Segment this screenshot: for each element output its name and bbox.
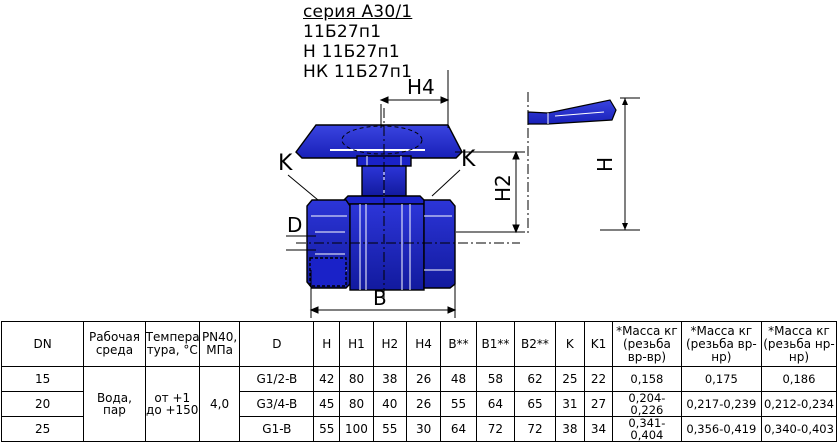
dimension-labels: H4 H2 H K K D B	[278, 75, 617, 310]
label-k-right: K	[461, 147, 476, 172]
label-h: H	[593, 157, 617, 172]
cell-h: 45	[313, 391, 341, 417]
label-h2: H2	[491, 174, 515, 202]
col-header-b: B**	[440, 321, 477, 367]
cell-h2: 55	[372, 416, 407, 442]
cell-mass-nr-nr: 0,340-0,403	[760, 416, 838, 442]
cell-h4: 26	[405, 391, 442, 417]
cell-pressure: 4,0	[198, 366, 241, 442]
cell-mass-vr-vr: 0,158	[612, 366, 682, 392]
cell-b1: 72	[475, 416, 516, 442]
cell-h: 42	[313, 366, 341, 392]
col-header-pressure: PN40, МПа	[198, 321, 241, 367]
cell-b2: 62	[514, 366, 556, 392]
label-h4: H4	[407, 75, 435, 99]
cell-h1: 80	[339, 366, 374, 392]
cell-h: 55	[313, 416, 341, 442]
cell-dn: 20	[0, 391, 85, 417]
cell-k1: 22	[583, 366, 614, 392]
col-header-k: K	[554, 321, 585, 367]
table-row: 15 Вода, пар от +1 до +150 4,0 G1/2-B 42…	[0, 366, 838, 442]
cell-k: 25	[554, 366, 585, 392]
cell-h2: 40	[372, 391, 407, 417]
cell-d: G1/2-B	[239, 366, 315, 392]
cell-b: 48	[440, 366, 477, 392]
cell-dn: 25	[0, 416, 85, 442]
series-title-line-1: серия А30/1	[303, 2, 413, 22]
col-header-d: D	[239, 321, 315, 367]
label-k-left: K	[278, 151, 293, 176]
cell-b: 55	[440, 391, 477, 417]
cell-medium: Вода, пар	[83, 366, 146, 442]
cell-d: G3/4-B	[239, 391, 315, 417]
cell-k1: 27	[583, 391, 614, 417]
series-title-line-4: НК 11Б27п1	[303, 62, 413, 82]
label-d: D	[287, 213, 302, 237]
cell-mass-vr-vr: 0,204-0,226	[612, 391, 682, 417]
cell-k: 31	[554, 391, 585, 417]
cell-k1: 34	[583, 416, 614, 442]
dimension-lines	[286, 70, 525, 318]
col-header-b1: B1**	[475, 321, 516, 367]
cell-mass-vr-nr: 0,356-0,419	[680, 416, 762, 442]
cell-mass-vr-nr: 0,175	[680, 366, 762, 392]
cell-b2: 65	[514, 391, 556, 417]
col-header-mass-nr-nr: *Масса кг (резьба нр-нр)	[760, 321, 838, 367]
table-row: 25 G1-B 55 100 55 30 64 72 72 38 34 0,34…	[0, 416, 838, 442]
col-header-b2: B2**	[514, 321, 556, 367]
side-view-handle	[527, 92, 640, 236]
col-header-temperature: Темпера тура, °С	[144, 321, 200, 367]
cell-b1: 64	[475, 391, 516, 417]
valve-drawing: H4 H2 H K K D B	[278, 70, 640, 318]
cell-k: 38	[554, 416, 585, 442]
cell-b2: 72	[514, 416, 556, 442]
valve-body	[295, 124, 463, 291]
series-title-line-2: 11Б27п1	[303, 22, 382, 42]
series-title-line-3: Н 11Б27п1	[303, 42, 400, 62]
cell-mass-nr-nr: 0,212-0,234	[760, 391, 838, 417]
col-header-h1: H1	[339, 321, 374, 367]
col-header-h4: H4	[405, 321, 442, 367]
specification-table: DN Рабочая среда Темпера тура, °С PN40, …	[0, 321, 838, 442]
cell-dn: 15	[0, 366, 85, 392]
cell-h1: 80	[339, 391, 374, 417]
col-header-h2: H2	[372, 321, 407, 367]
cell-h4: 30	[405, 416, 442, 442]
cell-b: 64	[440, 416, 477, 442]
col-header-medium: Рабочая среда	[83, 321, 146, 367]
cell-d: G1-B	[239, 416, 315, 442]
cell-mass-vr-nr: 0,217-0,239	[680, 391, 762, 417]
cell-h4: 26	[405, 366, 442, 392]
col-header-mass-vr-nr: *Масса кг (резьба вр-нр)	[680, 321, 762, 367]
table-header-row: DN Рабочая среда Темпера тура, °С PN40, …	[0, 321, 838, 367]
cell-temperature: от +1 до +150	[144, 366, 200, 442]
col-header-mass-vr-vr: *Масса кг (резьба вр-вр)	[612, 321, 682, 367]
cell-mass-nr-nr: 0,186	[760, 366, 838, 392]
cell-b1: 58	[475, 366, 516, 392]
col-header-k1: K1	[583, 321, 614, 367]
col-header-dn: DN	[0, 321, 85, 367]
series-title-block: серия А30/1 11Б27п1 Н 11Б27п1 НК 11Б27п1	[303, 2, 503, 82]
cell-h1: 100	[339, 416, 374, 442]
col-header-h: H	[313, 321, 341, 367]
cell-h2: 38	[372, 366, 407, 392]
cell-mass-vr-vr: 0,341-0,404	[612, 416, 682, 442]
label-b: B	[373, 286, 387, 310]
